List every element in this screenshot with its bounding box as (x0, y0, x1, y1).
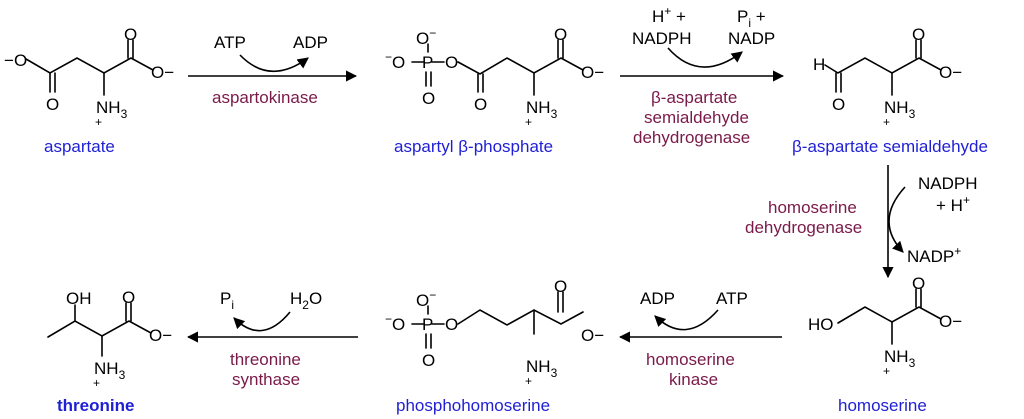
svg-text:synthase: synthase (232, 370, 300, 389)
svg-text:O: O (422, 89, 435, 108)
svg-text:O: O (124, 25, 137, 44)
enzyme-aspartokinase: aspartokinase (212, 88, 318, 107)
compound-aspartyl-phosphate: aspartyl β-phosphate (394, 137, 553, 156)
svg-text:O−: O− (151, 63, 174, 82)
svg-text:H+ +: H+ + (652, 4, 686, 26)
svg-text:NH3: NH3 (96, 98, 128, 121)
svg-text:O: O (122, 288, 135, 307)
svg-text:O: O (912, 25, 925, 44)
compound-homoserine: homoserine (838, 396, 927, 415)
compound-semialdehyde: β-aspartate semialdehyde (792, 137, 988, 156)
svg-text:O: O (445, 53, 458, 72)
svg-text:−O: −O (385, 50, 405, 72)
svg-text:NH3: NH3 (884, 98, 916, 121)
svg-text:+ H+: + H+ (936, 193, 970, 215)
svg-text:O: O (46, 95, 59, 114)
svg-text:NH3: NH3 (526, 98, 558, 121)
reaction-arrow-3: NADPH + H+ NADP+ homoserine dehydrogenas… (745, 165, 978, 279)
homoserine-structure: HO O O− NH3 + (808, 274, 962, 378)
svg-text:−O: −O (385, 312, 405, 334)
svg-text:+: + (93, 376, 100, 390)
svg-text:+: + (883, 364, 890, 378)
aspartyl-phosphate-structure: O− −O P O O O O O− NH3 + (385, 25, 604, 129)
svg-text:O: O (912, 274, 925, 293)
svg-text:HO: HO (808, 315, 834, 334)
reaction-arrow-4: ADP ATP homoserine kinase (618, 289, 782, 389)
enzyme-homoserine-kinase: homoserine (646, 350, 735, 369)
compound-phosphohomoserine: phosphohomoserine (396, 396, 550, 415)
svg-text:+: + (883, 115, 890, 129)
svg-text:O: O (554, 277, 567, 296)
svg-text:O−: O− (939, 312, 962, 331)
svg-text:+: + (525, 115, 532, 129)
svg-text:O: O (832, 95, 845, 114)
svg-text:ATP: ATP (214, 33, 246, 52)
svg-text:NH3: NH3 (884, 347, 916, 370)
phosphohomoserine-structure: O− −O P O O O O− NH3 + (385, 277, 604, 388)
svg-text:NADPH: NADPH (918, 174, 978, 193)
svg-text:O: O (422, 351, 435, 370)
reaction-arrow-5: Pi H2O threonine synthase (186, 289, 358, 389)
svg-text:+: + (525, 374, 532, 388)
enzyme-threonine-synthase: threonine (230, 350, 301, 369)
svg-text:P: P (422, 53, 433, 72)
svg-text:P: P (422, 315, 433, 334)
svg-text:dehydrogenase: dehydrogenase (745, 218, 862, 237)
svg-text:semialdehyde: semialdehyde (644, 108, 749, 127)
compound-threonine: threonine (57, 396, 134, 415)
aspartate-structure: −O O O O− NH3 + (4, 25, 174, 129)
semialdehyde-structure: H O O O− NH3 + (813, 25, 962, 129)
svg-text:NH3: NH3 (526, 357, 558, 380)
svg-text:ADP: ADP (640, 289, 675, 308)
svg-text:ADP: ADP (293, 33, 328, 52)
svg-text:H2O: H2O (290, 289, 322, 312)
svg-text:Pi: Pi (220, 289, 234, 312)
svg-text:Pi +: Pi + (737, 7, 766, 30)
svg-text:kinase: kinase (669, 370, 718, 389)
svg-text:O−: O− (581, 326, 604, 345)
svg-text:O: O (474, 95, 487, 114)
svg-text:NADPH: NADPH (632, 29, 692, 48)
svg-text:O−: O− (416, 26, 436, 48)
svg-text:O: O (445, 315, 458, 334)
svg-text:ATP: ATP (716, 289, 748, 308)
svg-text:O−: O− (416, 288, 436, 310)
svg-text:O−: O− (939, 63, 962, 82)
enzyme-homoserine-dehydrogenase: homoserine (768, 198, 857, 217)
svg-text:NADP: NADP (728, 29, 775, 48)
svg-text:dehydrogenase: dehydrogenase (633, 128, 750, 147)
svg-text:H: H (813, 55, 825, 74)
svg-text:O: O (554, 25, 567, 44)
enzyme-semialdehyde-dehydrogenase: β-aspartate (651, 88, 737, 107)
threonine-structure: OH O O− NH3 + (47, 288, 172, 390)
svg-text:+: + (95, 115, 102, 129)
svg-text:−O: −O (4, 51, 27, 70)
svg-text:O−: O− (581, 63, 604, 82)
reaction-arrow-2: H+ + NADPH Pi + NADP β-aspartate semiald… (620, 4, 785, 147)
svg-text:NH3: NH3 (94, 359, 126, 382)
compound-aspartate: aspartate (44, 137, 115, 156)
svg-text:OH: OH (66, 289, 92, 308)
reaction-arrow-1: ATP ADP aspartokinase (188, 33, 358, 107)
svg-text:O−: O− (149, 326, 172, 345)
svg-text:NADP+: NADP+ (907, 244, 961, 266)
